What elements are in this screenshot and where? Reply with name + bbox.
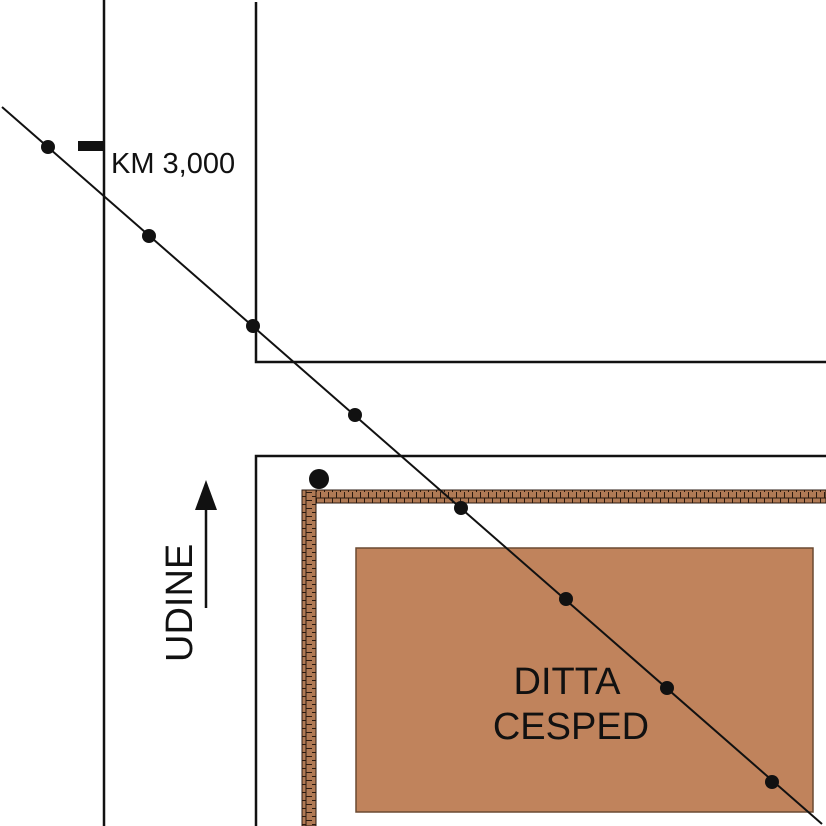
survey-point	[660, 681, 674, 695]
alignment-line	[1, 106, 823, 825]
boundary-wall	[301, 489, 826, 826]
road-edge-upper-corner	[254, 2, 826, 364]
direction-label: UDINE	[159, 544, 201, 662]
survey-point	[246, 319, 260, 333]
survey-point	[142, 229, 156, 243]
survey-point	[559, 592, 573, 606]
boundary-wall-vertical	[301, 489, 317, 826]
building-label-line2: CESPED	[493, 706, 649, 748]
km-tick-icon	[78, 141, 103, 151]
building-label-line1: DITTA	[514, 661, 622, 703]
survey-point	[348, 408, 362, 422]
survey-points	[41, 140, 779, 789]
survey-point	[454, 501, 468, 515]
building-ditta-cesped	[355, 547, 814, 813]
survey-point	[765, 775, 779, 789]
road-edges	[102, 0, 826, 826]
road-edge-lower-corner	[254, 454, 826, 826]
corner-marker	[309, 469, 329, 489]
arrow-up-icon	[195, 480, 217, 608]
boundary-wall-horizontal	[301, 489, 826, 504]
survey-point	[41, 140, 55, 154]
km-label: KM 3,000	[111, 148, 235, 180]
